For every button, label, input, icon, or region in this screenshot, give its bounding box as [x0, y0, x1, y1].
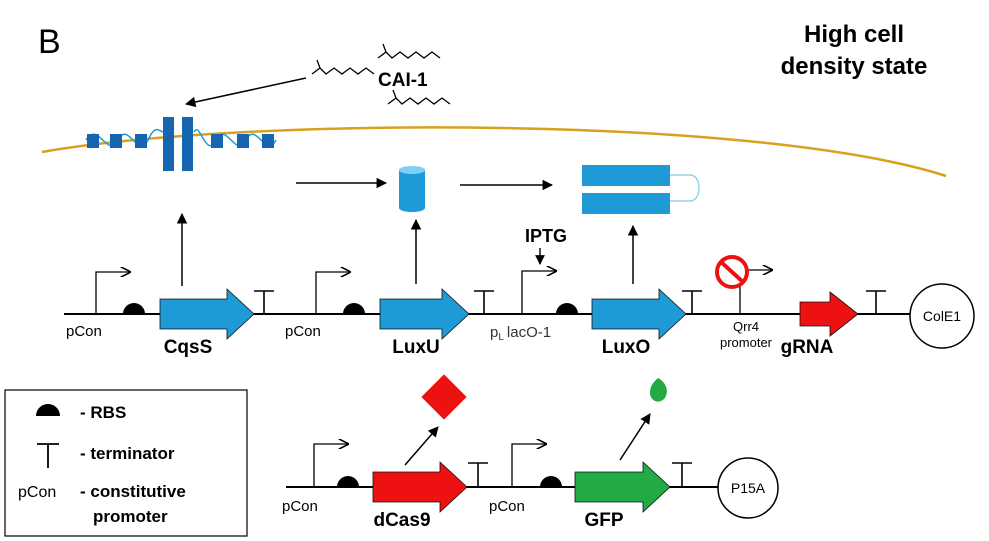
p15a-label: P15A [731, 480, 766, 496]
luxo-protein-icon [582, 165, 700, 214]
rbs-icon [337, 476, 359, 487]
cai1-label: CAI-1 [378, 70, 428, 91]
terminator-icon [866, 290, 886, 314]
grna-gene-label: gRNA [781, 337, 834, 358]
pcon-promoter-icon [315, 272, 350, 314]
cai1-molecule-icon [311, 43, 451, 105]
rbs-icon [540, 476, 562, 487]
rbs-icon [343, 303, 365, 314]
pcon-label: pCon [282, 498, 318, 515]
legend-rbs-label: - RBS [80, 403, 126, 422]
cole1-origin [909, 283, 975, 349]
luxu-gene-label: LuxU [392, 337, 440, 358]
dcas9-gene-label: dCas9 [373, 510, 430, 531]
state-title-line2: density state [781, 53, 928, 80]
dcas9-protein-icon [421, 374, 467, 420]
pcon-label: pCon [489, 498, 525, 515]
cqss-gene-label: CqsS [164, 337, 213, 358]
cole1-label: ColE1 [923, 308, 961, 324]
pcon-label: pCon [285, 323, 321, 340]
pcon-promoter-icon [95, 272, 130, 314]
plac-promoter-icon [521, 271, 556, 314]
luxo-gene [591, 288, 687, 340]
gfp-expression-arrow [619, 413, 651, 461]
legend-rbs-icon [36, 404, 60, 416]
legend-terminator-icon [37, 443, 59, 468]
terminator-icon [682, 290, 702, 314]
cqss-receptor-icon [85, 117, 277, 171]
pcon-label: pCon [66, 323, 102, 340]
terminator-icon [254, 290, 274, 314]
gfp-gene [574, 461, 671, 513]
gfp-gene-label: GFP [584, 510, 623, 531]
legend-terminator-label: - terminator [80, 444, 175, 463]
cell-membrane [41, 126, 947, 178]
cai1-binding-arrow [184, 77, 307, 108]
rbs-icon [556, 303, 578, 314]
luxo-gene-label: LuxO [602, 337, 651, 358]
gfp-protein-icon [649, 378, 667, 402]
terminator-icon [672, 462, 692, 487]
cqss-gene [159, 288, 255, 340]
state-title-line1: High cell [804, 21, 904, 48]
legend-pcon-symbol: pCon [18, 484, 56, 501]
grna-gene [799, 291, 859, 337]
pcon-promoter-icon [313, 444, 348, 487]
panel-label: B [38, 23, 61, 61]
repressed-icon [715, 255, 749, 289]
iptg-label: IPTG [525, 226, 567, 246]
rbs-icon [123, 303, 145, 314]
pcon-promoter-icon [511, 444, 546, 487]
luxu-gene [379, 288, 470, 340]
legend-constitutive-line1: - constitutive [80, 482, 186, 501]
terminator-icon [468, 462, 488, 487]
qrr4-label-line1: Qrr4 [733, 319, 759, 334]
qrr4-label-line2: promoter [720, 335, 773, 350]
luxu-protein-icon [399, 166, 425, 212]
terminator-icon [474, 290, 494, 314]
dcas9-gene [372, 461, 468, 513]
dcas9-expression-arrow [404, 426, 439, 466]
p15a-origin [717, 457, 779, 519]
legend-constitutive-line2: promoter [93, 507, 168, 526]
